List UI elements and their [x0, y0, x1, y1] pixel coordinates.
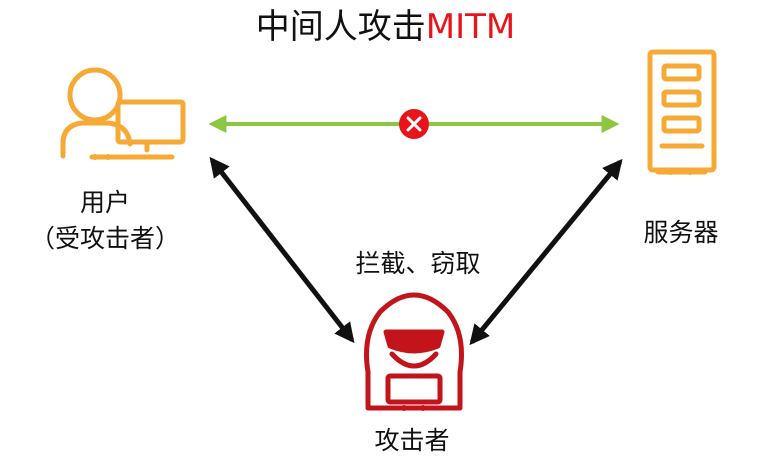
- diagram-title: 中间人攻击MITM: [0, 2, 771, 52]
- attacker-label: 攻击者: [374, 426, 450, 455]
- server-attacker-arrow: [469, 158, 623, 346]
- user-role-label: （受攻击者）: [29, 224, 180, 253]
- title-main: 中间人攻击: [255, 7, 426, 47]
- intercept-label: 拦截、窃取: [355, 249, 481, 278]
- hooded-hacker-icon: [364, 292, 464, 411]
- user-attacker-arrow: [209, 156, 355, 344]
- server-tower-icon: [647, 49, 717, 175]
- blocked-x-icon: [399, 109, 429, 139]
- server-label: 服务器: [643, 218, 719, 247]
- title-accent: MITM: [425, 7, 516, 47]
- user-label: 用户: [79, 188, 130, 217]
- user-at-computer-icon: [60, 67, 186, 160]
